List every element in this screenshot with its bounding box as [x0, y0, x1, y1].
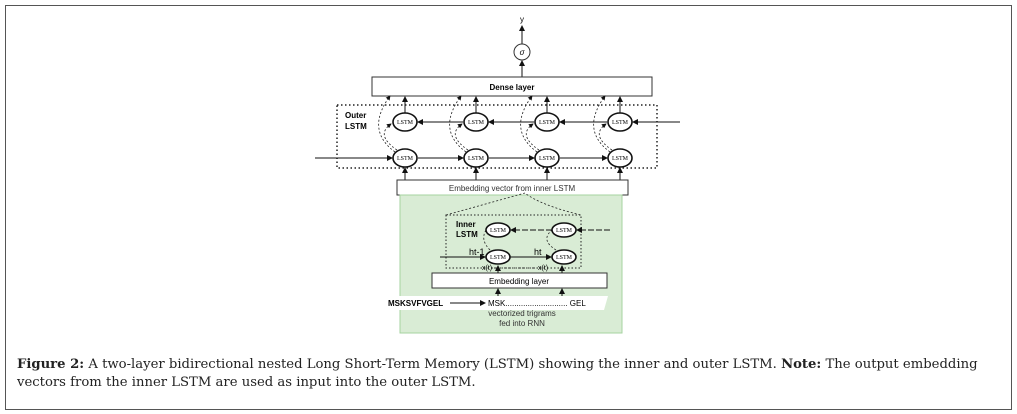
outer-backward-lstm-1-label: LSTM	[397, 120, 414, 126]
outer-forward-lstm-3	[534, 148, 560, 168]
inner-label-1: Inner	[456, 220, 476, 229]
outer-backward-lstm-3	[534, 112, 560, 132]
inner-label-2: LSTM	[456, 230, 478, 239]
outer-forward-lstm-4-label: LSTM	[612, 156, 629, 162]
outer-lstm-box	[336, 104, 658, 169]
outer-backward-lstm-4-label: LSTM	[612, 120, 629, 126]
h-t-label: ht	[534, 247, 542, 257]
sequence-strip	[386, 296, 608, 310]
inner-lstm-3	[485, 249, 511, 265]
trigram-note-1: vectorized trigrams	[488, 309, 556, 318]
outer-label-1: Outer	[345, 111, 366, 120]
inner-skip-connection	[483, 229, 491, 251]
caption-note-text: The output embedding vectors from the in…	[17, 357, 978, 390]
inner-lstm-1	[485, 222, 511, 238]
inner-output-curve	[445, 192, 582, 216]
dense-layer-label: Dense layer	[490, 83, 535, 92]
outer-forward-lstm-1	[392, 148, 418, 168]
caption-label: Figure 2:	[17, 357, 85, 372]
inner-lstm-3-label: LSTM	[490, 255, 507, 261]
outer-forward-lstm-2	[463, 148, 489, 168]
embedding-layer-box	[431, 272, 608, 289]
outer-backward-lstm-1	[392, 112, 418, 132]
trigrams-label: MSK............................ GEL	[488, 299, 586, 308]
trigram-note-2: fed into RNN	[499, 319, 545, 328]
inner-lstm-1-label: LSTM	[490, 228, 507, 234]
outer-forward-lstm-4	[607, 148, 633, 168]
sequence-label: MSKSVFVGEL	[388, 299, 443, 308]
inner-lstm-box	[445, 214, 582, 269]
dense-layer-box	[371, 76, 653, 97]
figure-caption: Figure 2: A two-layer bidirectional nest…	[17, 356, 1002, 392]
inner-lstm-4	[551, 249, 577, 265]
output-label: y	[520, 15, 524, 24]
embedding-vector-label: Embedding vector from inner LSTM	[449, 184, 576, 193]
xt-label: x(t)	[538, 265, 548, 272]
figure-frame	[5, 5, 1012, 410]
inner-skip-connection	[546, 229, 557, 251]
embedding-layer-label: Embedding layer	[489, 277, 549, 286]
skip-connection	[593, 95, 611, 153]
outer-forward-lstm-2-label: LSTM	[468, 156, 485, 162]
inner-lstm-2-label: LSTM	[556, 228, 573, 234]
skip-connection	[449, 95, 467, 153]
outer-backward-lstm-3-label: LSTM	[539, 120, 556, 126]
skip-connection	[520, 95, 538, 153]
outer-backward-lstm-4	[607, 112, 633, 132]
outer-forward-lstm-1-label: LSTM	[397, 156, 414, 162]
h-prev-label: ht-1	[469, 247, 485, 257]
outer-backward-lstm-2	[463, 112, 489, 132]
outer-forward-lstm-3-label: LSTM	[539, 156, 556, 162]
outer-label-2: LSTM	[345, 122, 367, 131]
inner-lstm-2	[551, 222, 577, 238]
x0-label: x(t)	[482, 265, 492, 272]
skip-connection	[378, 95, 396, 153]
outer-backward-lstm-2-label: LSTM	[468, 120, 485, 126]
sigmoid-label: σ	[520, 48, 526, 57]
caption-note-label: Note:	[781, 357, 822, 372]
caption-text: A two-layer bidirectional nested Long Sh…	[84, 357, 782, 372]
inner-lstm-4-label: LSTM	[556, 255, 573, 261]
